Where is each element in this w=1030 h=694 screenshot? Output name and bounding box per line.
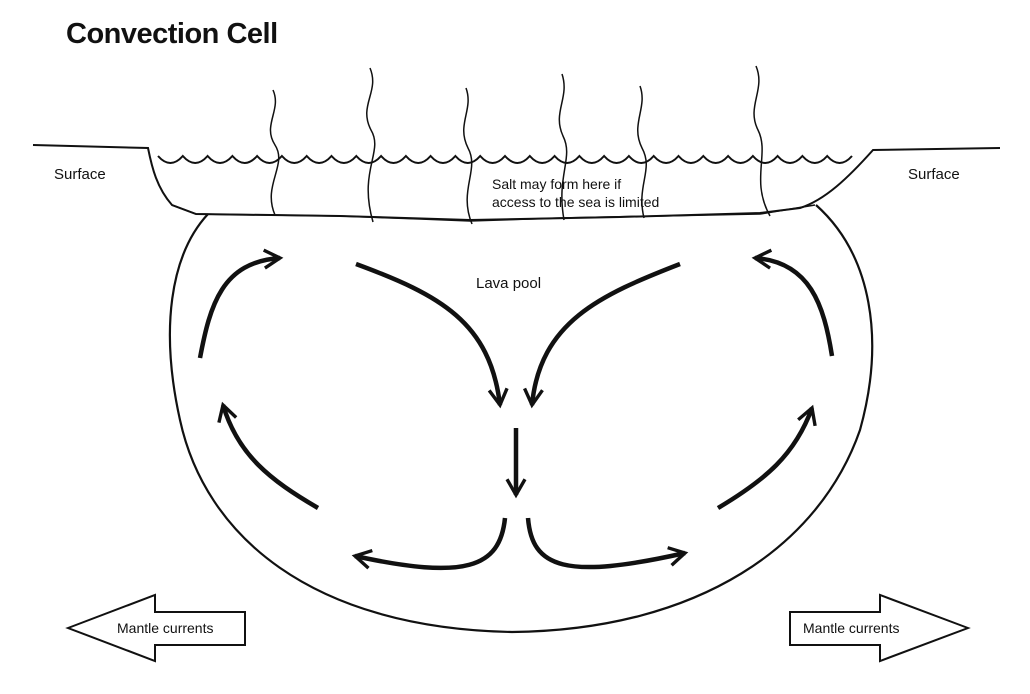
arrow-right-lower-rising xyxy=(716,404,817,510)
mantle-currents-label-left: Mantle currents xyxy=(117,620,213,636)
vapor-line xyxy=(558,73,568,221)
arrow-left-lower-rising xyxy=(217,401,320,510)
convection-arrows xyxy=(197,248,835,571)
vapor-line xyxy=(366,67,376,223)
diagram-title: Convection Cell xyxy=(66,18,278,50)
surface-label-left: Surface xyxy=(54,166,106,183)
vapor-line xyxy=(637,85,647,219)
lava-pool-label: Lava pool xyxy=(476,275,541,292)
arrow-bottom-right-spreading xyxy=(525,517,689,570)
lava-pool-outline xyxy=(168,204,874,634)
salt-note-line2: access to the sea is limited xyxy=(492,194,659,210)
water-surface-waves xyxy=(157,154,853,164)
arrow-left-upper-rising xyxy=(197,248,284,359)
vapor-line xyxy=(269,89,280,216)
arrow-top-right-descending xyxy=(523,261,681,409)
mantle-arrow-right xyxy=(789,593,971,663)
arrow-right-upper-rising xyxy=(751,248,835,357)
lake-bottom-line xyxy=(171,204,816,222)
salt-note-line1: Salt may form here if xyxy=(492,176,621,192)
arrow-bottom-left-spreading xyxy=(351,517,508,571)
mantle-currents-label-right: Mantle currents xyxy=(803,620,899,636)
vapor-line xyxy=(753,65,771,217)
arrow-top-left-descending xyxy=(355,261,509,409)
vapor-line xyxy=(463,87,473,225)
vapor-lines xyxy=(269,65,771,225)
surface-label-right: Surface xyxy=(908,166,960,183)
mantle-arrow-left xyxy=(65,593,246,663)
